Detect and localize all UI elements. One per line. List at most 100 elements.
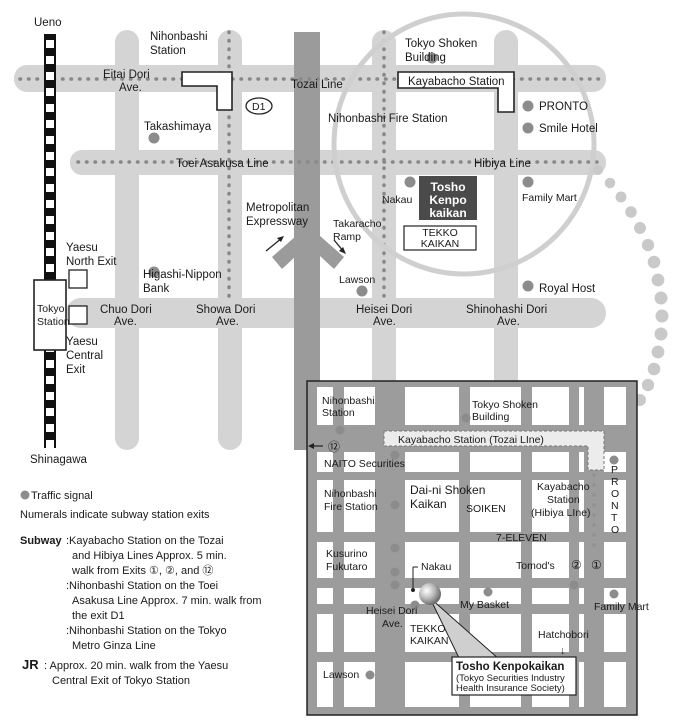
label-chuo-dori-2: Ave. [114, 316, 137, 328]
detail-heisei-dori-2: Ave. [382, 618, 403, 630]
traffic-signals-detail [335, 413, 619, 680]
exit-2-marker: ② [571, 558, 582, 572]
label-tosho-3: kaikan [429, 206, 466, 220]
label-nihonbashi-fire: Nihonbashi Fire Station [328, 113, 448, 125]
detail-nihonbashi-station-1: Nihonbashi [322, 395, 375, 407]
detail-kayabacho-hibiya-3: (Hibiya LIne) [531, 507, 591, 519]
detail-my-basket: My Basket [460, 599, 509, 611]
detail-pronto-vertical: P R O N T O [611, 464, 619, 536]
label-tokyo-station-1: Tokyo [37, 303, 65, 315]
detail-tokyo-shoken-2: Building [472, 411, 510, 423]
label-tekko-1: TEKKO [422, 227, 458, 239]
callout-sub-2: Health Insurance Society) [456, 683, 565, 694]
label-yaesu-north-2: North Exit [66, 256, 117, 268]
detail-tekko-1: TEKKO [410, 623, 446, 635]
label-eitai-dori-1: Eitai Dori [103, 69, 150, 81]
label-tokyo-shoken-1: Tokyo Shoken [405, 38, 477, 50]
detail-daini-shoken-1: Dai-ni Shoken [410, 483, 485, 497]
legend-subway-line-6: the exit D1 [72, 610, 125, 622]
legend-subway-line-2: and Hibiya Lines Approx. 5 min. [72, 550, 227, 562]
tekko-kaikan-building [403, 225, 477, 251]
label-shinohashi-dori-1: Shinohashi Dori [466, 304, 547, 316]
label-smile-hotel: Smile Hotel [539, 123, 598, 135]
label-d1: D1 [252, 101, 266, 113]
callout-title: Tosho Kenpokaikan [456, 661, 564, 673]
legend-jr-line-1: : Approx. 20 min. walk from the Yaesu [44, 660, 229, 672]
svg-text:O: O [611, 524, 619, 536]
detail-tomods: Tomod's [516, 560, 555, 572]
legend-signal-icon [20, 490, 30, 500]
tosho-kenpo-kaikan-location [419, 583, 441, 605]
detail-nihonbashi-station-2: Station [322, 407, 355, 419]
detail-hatchobori: Hatchobori [538, 629, 589, 641]
detail-hatchobori-arrow: ↓ [560, 645, 565, 657]
label-nakau: Nakau [382, 194, 413, 206]
label-yaesu-central-3: Exit [66, 364, 86, 376]
label-tozai-line: Tozai Line [291, 79, 343, 91]
legend-jr-label: JR [22, 657, 39, 672]
label-yaesu-central-2: Central [66, 350, 103, 362]
legend-subway-line-5: Asakusa Line Approx. 7 min. walk from [72, 595, 262, 607]
detail-lawson: Lawson [323, 669, 359, 681]
label-takashimaya: Takashimaya [144, 121, 212, 133]
exit-d1-marker [245, 97, 273, 115]
label-ueno: Ueno [34, 17, 62, 29]
legend-subway-line-4: :Nihonbashi Station on the Toei [66, 580, 219, 592]
legend-traffic-signal: Traffic signal [31, 490, 93, 502]
svg-text:O: O [611, 488, 619, 500]
detail-tokyo-shoken-1: Tokyo Shoken [472, 399, 538, 411]
legend-subway-line-7: :Nihonbashi Station on the Tokyo [66, 625, 227, 637]
label-tokyo-station-2: Station [37, 316, 70, 328]
label-metro-expressway-1: Metropolitan [246, 202, 309, 214]
svg-text:N: N [611, 500, 619, 512]
label-family-mart: Family Mart [522, 192, 577, 204]
label-shinohashi-dori-2: Ave. [497, 316, 520, 328]
detail-map-labels: Nihonbashi Station Tokyo Shoken Building… [322, 395, 649, 694]
label-tosho-1: Tosho [430, 180, 465, 194]
highlight-circle [331, 11, 597, 277]
label-takaracho-2: Ramp [333, 231, 361, 243]
yaesu-central-exit-marker [68, 305, 88, 325]
label-heisei-dori-1: Heisei Dori [356, 304, 412, 316]
legend-subway-label: Subway [20, 535, 62, 547]
label-yaesu-north-1: Yaesu [66, 242, 98, 254]
label-higashi-nippon-1: Higashi-Nippon [143, 269, 222, 281]
label-shinagawa: Shinagawa [30, 454, 88, 466]
label-eitai-dori-2: Ave. [119, 82, 142, 94]
expressway-ramp-left [272, 236, 296, 269]
label-pronto: PRONTO [539, 101, 588, 113]
legend-subway-line-3: walk from Exits ①, ②, and ⑫ [72, 565, 214, 577]
expressway-ramp-right [320, 236, 344, 269]
label-tokyo-shoken-2: Building [405, 52, 446, 64]
legend: Traffic signal Numerals indicate subway … [0, 0, 300, 722]
detail-heisei-dori-1: Heisei Dori [366, 605, 417, 617]
label-hibiya-line: Hibiya Line [474, 158, 531, 170]
detail-seven-eleven: 7-ELEVEN [496, 532, 547, 544]
label-showa-dori-1: Showa Dori [196, 304, 255, 316]
nihonbashi-station-marker [181, 71, 233, 111]
label-showa-dori-2: Ave. [216, 316, 239, 328]
kayabacho-station-marker [397, 71, 515, 113]
exit-12-marker: ⑫ [328, 440, 340, 454]
detail-map [306, 380, 638, 716]
main-roads [14, 30, 606, 450]
label-metro-expressway-2: Expressway [246, 216, 308, 228]
exit-1-marker: ① [591, 558, 602, 572]
detail-nihonbashi-fire-1: Nihonbashi [324, 488, 377, 500]
legend-subway-line-1: :Kayabacho Station on the Tozai [66, 535, 224, 547]
label-lawson: Lawson [339, 274, 375, 286]
label-yaesu-central-1: Yaesu [66, 336, 98, 348]
detail-kayabacho-station [383, 430, 605, 471]
detail-soiken: SOIKEN [466, 503, 506, 515]
label-tosho-2: Kenpo [429, 193, 466, 207]
callout-sub-1: (Tokyo Securities Industry [456, 673, 565, 684]
label-higashi-nippon-2: Bank [143, 283, 169, 295]
tosho-kenpo-kaikan-building [419, 176, 477, 220]
tokyo-station-marker [33, 279, 67, 351]
detail-naito: NAITO Securities [324, 458, 405, 470]
big-map-labels: Ueno Shinagawa Tokyo Station Yaesu North… [30, 17, 598, 466]
label-royal-host: Royal Host [539, 283, 596, 295]
label-toei-asakusa: Toei Asakusa Line [176, 158, 269, 170]
